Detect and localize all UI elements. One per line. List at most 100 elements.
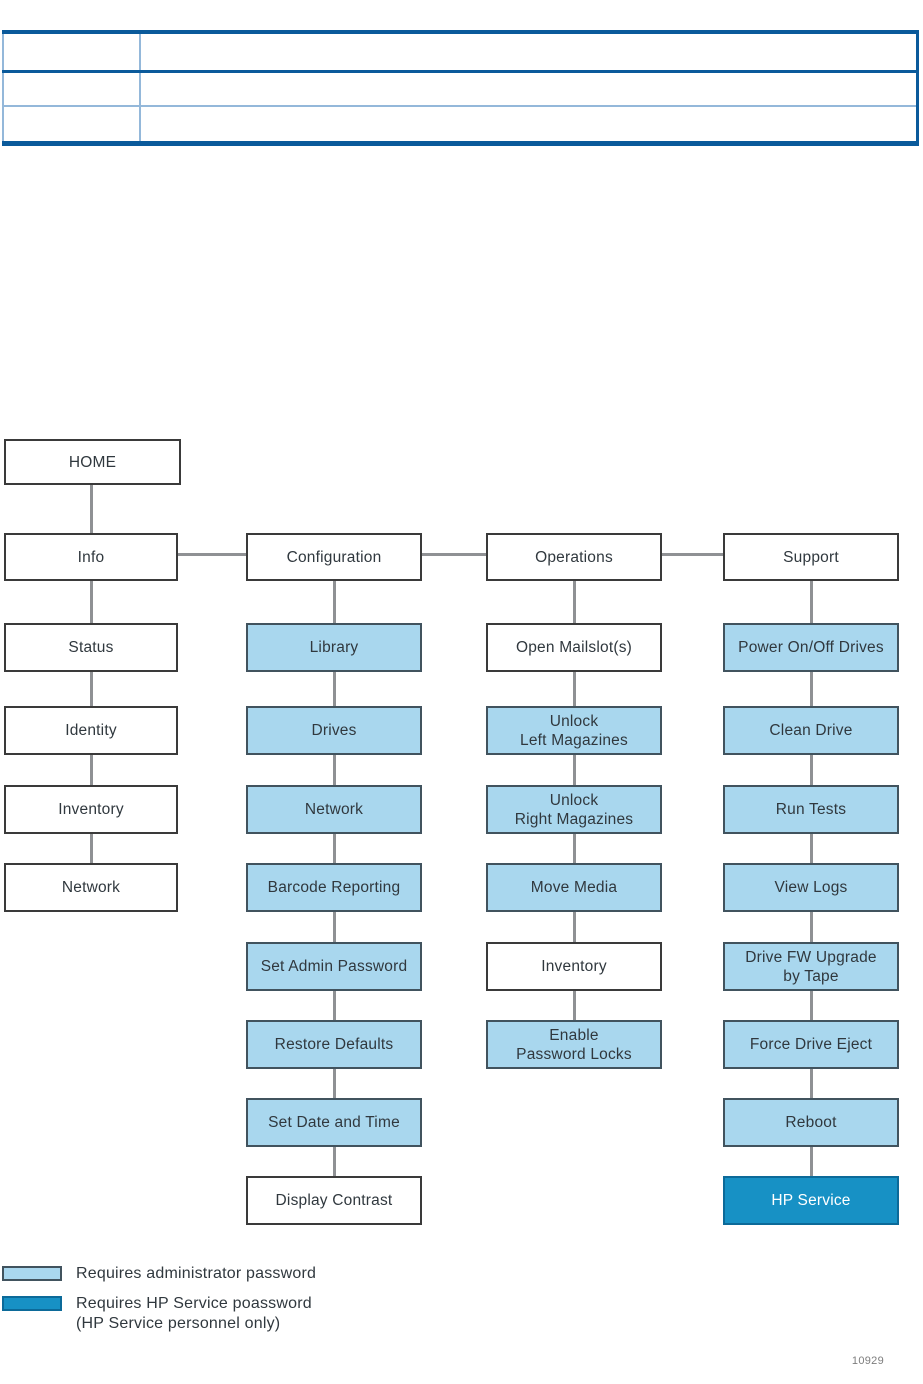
table-cell	[3, 71, 141, 107]
table-cell	[3, 106, 141, 144]
connector-line	[809, 755, 813, 785]
menu-node-label: Network	[304, 801, 364, 818]
menu-node-label: Right Magazines	[514, 810, 634, 828]
legend-label-line: Requires HP Service poassword	[76, 1295, 312, 1312]
table-row	[3, 32, 918, 73]
menu-node-set-admin-password: Set Admin Password	[246, 942, 422, 991]
menu-node-label: Barcode Reporting	[267, 879, 401, 896]
menu-node-label: Open Mailslot(s)	[515, 639, 633, 656]
connector-line	[89, 581, 93, 623]
menu-node-network: Network	[4, 863, 178, 912]
menu-node-label: Support	[783, 548, 839, 566]
menu-node-label: Unlock	[549, 712, 599, 730]
legend-entry-service: Requires HP Service poassword (HP Servic…	[2, 1294, 312, 1334]
menu-node-view-logs: View Logs	[723, 863, 899, 912]
connector-line	[809, 1147, 813, 1176]
menu-node-label: Display Contrast	[275, 1192, 393, 1209]
connector-line	[572, 912, 576, 942]
menu-node-label: Set Date and Time	[268, 1114, 400, 1131]
menu-node-label: Restore Defaults	[274, 1036, 394, 1053]
admin-color-swatch	[2, 1266, 62, 1281]
menu-node-drives: Drives	[246, 706, 422, 755]
figure-number: 10929	[851, 1355, 884, 1367]
menu-node-move-media: Move Media	[486, 863, 662, 912]
connector-line	[89, 834, 93, 863]
menu-node-run-tests: Run Tests	[723, 785, 899, 834]
connector-line	[332, 672, 336, 706]
connector-line	[89, 485, 93, 533]
menu-node-label: Status	[68, 639, 114, 656]
menu-node-label: Clean Drive	[769, 722, 853, 739]
menu-node-barcode-reporting: Barcode Reporting	[246, 863, 422, 912]
menu-node-label: Left Magazines	[520, 731, 628, 749]
connector-line	[422, 552, 486, 556]
connector-line	[332, 755, 336, 785]
legend-entry-admin: Requires administrator password	[2, 1264, 316, 1284]
menu-node-label: Configuration	[286, 548, 382, 566]
connector-line	[332, 581, 336, 623]
menu-node-inventory: Inventory	[4, 785, 178, 834]
connector-line	[809, 672, 813, 706]
menu-node-label: Run Tests	[775, 801, 847, 818]
connector-line	[809, 991, 813, 1020]
connector-line	[572, 834, 576, 863]
connector-line	[332, 1069, 336, 1098]
menu-node-label: Operations	[535, 548, 613, 566]
menu-node-status: Status	[4, 623, 178, 672]
menu-node-label: Info	[77, 548, 105, 566]
menu-node-set-date-and-time: Set Date and Time	[246, 1098, 422, 1147]
menu-node-operations: Operations	[486, 533, 662, 581]
legend-label: Requires administrator password	[76, 1265, 317, 1282]
table-cell	[140, 106, 918, 144]
menu-node-label: Password Locks	[516, 1045, 632, 1063]
connector-line	[332, 1147, 336, 1176]
connector-line	[809, 581, 813, 623]
menu-node-label: Power On/Off Drives	[738, 639, 884, 656]
menu-node-inventory: Inventory	[486, 942, 662, 991]
menu-node-label: Inventory	[58, 801, 124, 818]
menu-node-clean-drive: Clean Drive	[723, 706, 899, 755]
connector-line	[332, 991, 336, 1020]
menu-node-label: HP Service	[771, 1192, 851, 1209]
connector-line	[332, 834, 336, 863]
table-cell	[140, 32, 918, 73]
connector-line	[572, 755, 576, 785]
legend-label: Requires HP Service poassword (HP Servic…	[76, 1294, 312, 1334]
top-table	[2, 30, 919, 146]
menu-node-label: by Tape	[783, 967, 839, 985]
menu-node-force-drive-eject: Force Drive Eject	[723, 1020, 899, 1069]
menu-node-label: Identity	[65, 722, 117, 739]
menu-node-label: Move Media	[530, 879, 618, 896]
connector-line	[89, 672, 93, 706]
menu-node-hp-service: HP Service	[723, 1176, 899, 1225]
menu-node-identity: Identity	[4, 706, 178, 755]
menu-node-label: Drives	[311, 722, 357, 739]
menu-node-label: Inventory	[541, 958, 607, 975]
connector-line	[572, 581, 576, 623]
table-row	[3, 106, 918, 144]
menu-node-display-contrast: Display Contrast	[246, 1176, 422, 1225]
menu-node-open-mailslot-s: Open Mailslot(s)	[486, 623, 662, 672]
menu-node-info: Info	[4, 533, 178, 581]
menu-node-library: Library	[246, 623, 422, 672]
connector-line	[809, 1069, 813, 1098]
menu-node-label: Enable	[549, 1026, 599, 1044]
service-color-swatch	[2, 1296, 62, 1311]
table-cell	[3, 32, 141, 73]
connector-line	[662, 552, 723, 556]
connector-line	[809, 834, 813, 863]
menu-node-label: Unlock	[549, 791, 599, 809]
menu-node-label: Set Admin Password	[260, 958, 408, 975]
menu-node-label: Network	[61, 879, 121, 896]
table-row	[3, 71, 918, 107]
connector-line	[572, 672, 576, 706]
connector-line	[572, 991, 576, 1020]
menu-node-label: Force Drive Eject	[749, 1036, 873, 1053]
menu-node-label: Library	[309, 639, 359, 656]
menu-node-reboot: Reboot	[723, 1098, 899, 1147]
